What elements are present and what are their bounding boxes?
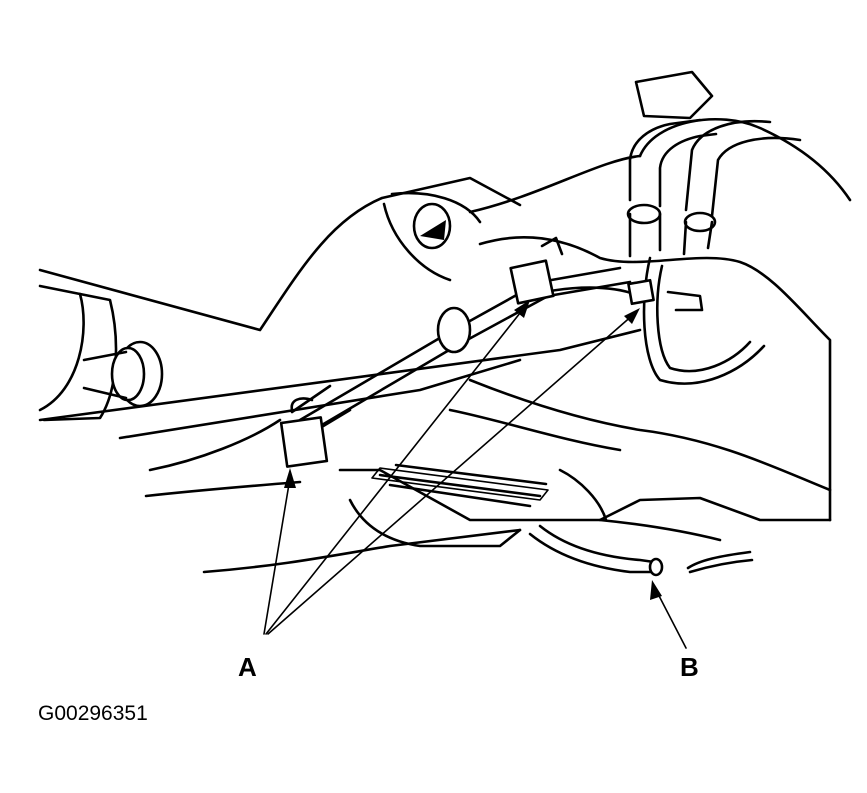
- callout-b: B: [680, 652, 699, 682]
- bushing: [82, 340, 164, 408]
- figure-id: G00296351: [38, 702, 148, 725]
- fuel-tank: [448, 236, 832, 522]
- body-panel: [468, 70, 852, 214]
- frame-lines: [38, 328, 642, 574]
- muffler: [338, 463, 832, 548]
- callout-a: A: [238, 652, 257, 682]
- tailpipe: [528, 524, 754, 577]
- leader-lines: [263, 300, 687, 649]
- filler-pipes: [626, 118, 802, 258]
- hanger-rod: [279, 236, 704, 468]
